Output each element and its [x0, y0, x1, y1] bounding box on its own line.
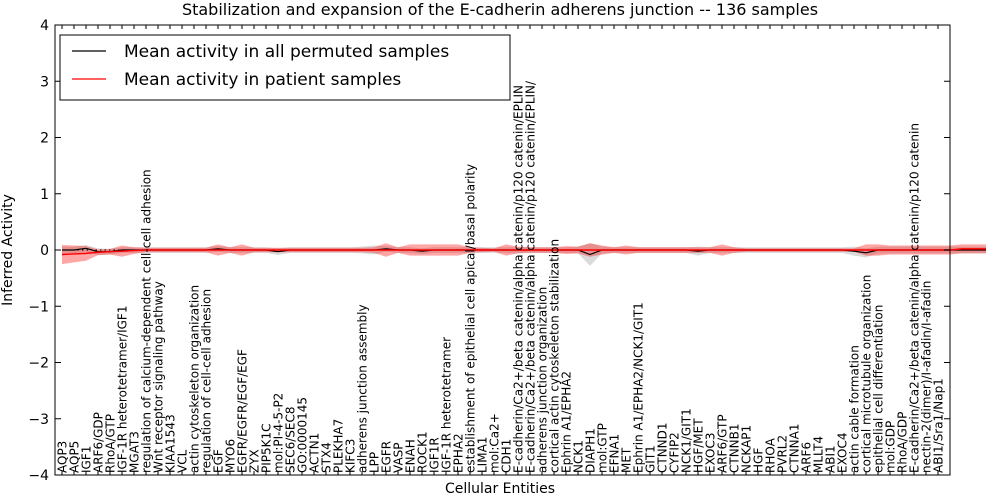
- patient-mean-line: [61, 248, 986, 256]
- y-tick-label: −3: [28, 412, 49, 428]
- x-tick-label: VASP: [392, 442, 406, 473]
- x-tick-label: AQP3: [56, 441, 70, 473]
- x-tick-label: RhoA/GTP: [104, 414, 118, 473]
- x-tick-label: mol:Ca2+: [488, 413, 502, 473]
- x-tick-label: EFNA1: [608, 434, 622, 473]
- x-tick-label: CTNND1: [656, 422, 670, 473]
- x-tick-label: Wnt receptor signaling pathway: [152, 281, 166, 473]
- x-tick-label: ABI1: [824, 445, 838, 473]
- x-tick-label: EXOC4: [836, 433, 850, 474]
- y-tick-label: −1: [28, 299, 49, 315]
- x-tick-label: EPHA2: [452, 433, 466, 473]
- x-tick-label: GIT1: [644, 445, 658, 473]
- x-tick-label: ARF6/GDP: [92, 412, 106, 473]
- x-tick-label: VCL: [176, 449, 190, 473]
- x-tick-label: E-cadherin/Ca2+/beta catenin/alpha caten…: [512, 85, 526, 473]
- x-tick-label: regulation of calcium-dependent cell-cel…: [140, 169, 154, 473]
- x-tick-label: E-cadherin/Ca2+/beta catenin/alpha caten…: [908, 123, 922, 473]
- x-axis-label: Cellular Entities: [445, 481, 555, 497]
- x-tick-label: PLEKHA7: [332, 419, 346, 473]
- x-tick-label: ACTN1: [308, 433, 322, 473]
- x-tick-label: IGF-1R heterotetramer/IGF1: [116, 306, 130, 473]
- x-tick-label: mol:GDP: [884, 421, 898, 473]
- y-tick-label: −2: [28, 356, 49, 372]
- x-tick-label: nectin-2(dimer)/I-afadin/I-afadin: [920, 281, 934, 473]
- plot-area: −4 −3 −2 −1 0 1 2 3 4AQP3AQP5IGF1ARF6/GDPRhoA/GT…: [28, 18, 986, 484]
- x-tick-label: cortical actin cytoskeleton stabilizatio…: [548, 239, 562, 473]
- legend-label-patient: Mean activity in patient samples: [124, 70, 401, 90]
- legend-label-permuted: Mean activity in all permuted samples: [124, 42, 449, 62]
- legend: Mean activity in all permuted samples Me…: [59, 34, 511, 101]
- x-tick-label: AQP5: [68, 441, 82, 473]
- x-tick-label: IGF1: [80, 446, 94, 473]
- patient-band: [62, 243, 986, 265]
- y-tick-label: 2: [40, 131, 49, 147]
- x-tick-label: HGF/MET: [692, 418, 706, 473]
- x-tick-label: KIAA1543: [164, 414, 178, 473]
- x-tick-label: regulation of cell-cell adhesion: [200, 289, 214, 473]
- x-tick-label: ARF6: [800, 442, 814, 473]
- x-tick-label: EGFR: [380, 441, 394, 473]
- x-tick-label: DIAPH1: [584, 428, 598, 473]
- x-tick-label: IGF1R: [428, 437, 442, 473]
- x-tick-label: KIFC3: [344, 439, 358, 473]
- x-tick-label: RhoA/GDP: [896, 412, 910, 473]
- x-tick-label: ZYX: [248, 449, 262, 473]
- y-tick-label: 4: [40, 18, 49, 34]
- x-tick-label: CTNNA1: [788, 423, 802, 473]
- x-tick-label: ARF6/GTP: [716, 414, 730, 473]
- x-tick-label: GO:0000145: [296, 397, 310, 473]
- y-tick-label: 0: [40, 243, 49, 259]
- x-tick-label: actin cable formation: [848, 345, 862, 473]
- y-tick-label: −4: [28, 468, 49, 484]
- x-tick-label: ROCK1: [416, 431, 430, 473]
- x-tick-label: PVRL2: [776, 435, 790, 473]
- chart-title: Stabilization and expansion of the E-cad…: [182, 0, 818, 19]
- x-tick-label: MET: [620, 447, 634, 473]
- x-tick-label: adherens junction assembly: [356, 304, 370, 473]
- x-tick-label: SEC6/SEC8: [284, 407, 298, 473]
- x-tick-label: actin cytoskeleton organization: [188, 285, 202, 473]
- x-tick-label: cortical microtubule organization: [860, 275, 874, 473]
- x-tick-label: IGF-1R heterotetramer: [440, 337, 454, 473]
- x-tick-label: Ephrin A1/EPHA2: [560, 371, 574, 473]
- permuted-band: [62, 243, 986, 266]
- x-tick-label: RHOA: [764, 437, 778, 473]
- x-tick-label: NCK1: [572, 440, 586, 473]
- x-tick-label: establishment of epithelial cell apical/…: [464, 164, 478, 473]
- x-tick-label: EXOC3: [704, 433, 718, 474]
- x-tick-label: CDH1: [500, 439, 514, 473]
- x-tick-label: MGAT3: [128, 431, 142, 473]
- x-tick-label: Ephrin A1/EPHA2/NCK1/GIT1: [632, 302, 646, 473]
- x-tick-label: adherens junction organization: [536, 287, 550, 473]
- y-tick-label: 3: [40, 74, 49, 90]
- legend-box: [59, 34, 511, 101]
- x-tick-label: EGF: [212, 449, 226, 473]
- x-tick-label: STX4: [320, 442, 334, 473]
- x-tick-label: EGFR/EGFR/EGF/EGF: [236, 349, 250, 473]
- x-tick-label: mol:GTP: [596, 423, 610, 473]
- x-tick-label: mol:PI-4-5-P2: [272, 393, 286, 473]
- x-tick-label: PIP5K1C: [260, 423, 274, 473]
- x-tick-label: CYFIP2: [668, 432, 682, 473]
- x-tick-label: LIMA1: [476, 437, 490, 473]
- x-tick-label: epithelial cell differentiation: [872, 305, 886, 473]
- x-tick-label: ENAH: [404, 439, 418, 473]
- x-tick-label: NCK1/GIT1: [680, 408, 694, 473]
- y-tick-label: 1: [40, 187, 49, 203]
- x-tick-label: MYO6: [224, 439, 238, 473]
- x-tick-label: LPP: [368, 452, 382, 473]
- x-tick-label: E-cadherin/Ca2+/beta catenin/alpha caten…: [524, 80, 538, 473]
- x-tick-label: ABI1/Sra1/Nap1: [932, 378, 946, 473]
- x-tick-label: NCKAP1: [740, 425, 754, 473]
- x-tick-label: MLLT4: [812, 436, 826, 473]
- x-tick-label: HGF: [752, 448, 766, 473]
- y-axis-label: Inferred Activity: [0, 194, 16, 306]
- x-tick-label: CTNNB1: [728, 423, 742, 473]
